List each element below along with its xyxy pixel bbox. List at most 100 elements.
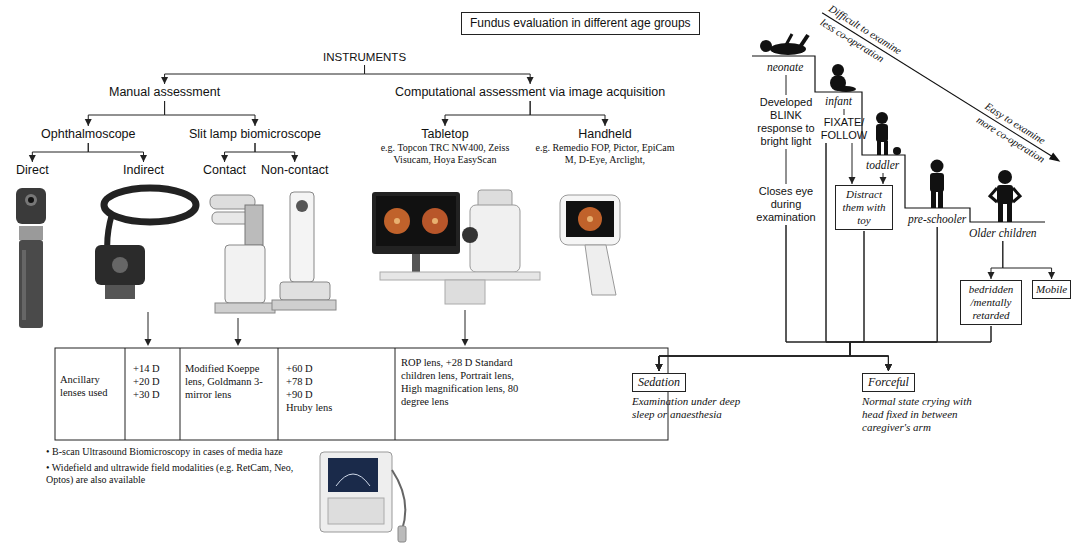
- child-silhouette: [786, 34, 792, 45]
- connector-line: [659, 326, 991, 371]
- connector-line: [365, 65, 531, 84]
- direct-ophthalmoscope: [25, 194, 37, 206]
- arrow-head: [880, 177, 887, 184]
- tree-label: Handhelde.g. Remedio FOP, Pictor, EpiCam…: [530, 127, 680, 166]
- connector: [849, 143, 856, 184]
- indirect-ophthalmoscope: [95, 245, 145, 285]
- child-silhouette: [998, 170, 1012, 184]
- child-silhouette: [998, 203, 1003, 222]
- note-text: • B-scan Ultrasound Biomicroscopy in cas…: [46, 446, 304, 458]
- non-contact-slit-lamp: [280, 282, 330, 300]
- method-box: Distract them with toy: [835, 185, 893, 230]
- diagram-title: Fundus evaluation in different age group…: [461, 12, 700, 35]
- tree-label: Tabletope.g. Topcon TRC NW400, Zeiss Vis…: [370, 127, 520, 166]
- connector-line: [88, 143, 143, 162]
- ultrasound-device: [320, 452, 406, 542]
- leader-arrow: [238, 318, 239, 340]
- tree-label: Slit lamp biomicroscope: [189, 127, 321, 142]
- connector: [786, 149, 787, 184]
- connector: [1003, 241, 1055, 279]
- tree-label: Computational assessment via image acqui…: [395, 85, 665, 100]
- child-silhouette: [931, 160, 944, 173]
- node-text: Forceful: [862, 373, 915, 392]
- age-label: neonate: [767, 60, 803, 74]
- connector-line: [844, 109, 845, 115]
- handheld-fundus-camera: [560, 195, 620, 245]
- lens-table-grid: [395, 348, 396, 440]
- lens-table-grid: [55, 348, 668, 440]
- arrow-head: [656, 364, 663, 371]
- table-cell: +14 D: [133, 362, 160, 375]
- lens-table-grid: [180, 348, 181, 440]
- node-text: Older children: [969, 226, 1037, 240]
- arrow-head: [602, 119, 609, 126]
- connector: [656, 225, 851, 371]
- non-contact-slit-lamp: [272, 192, 336, 310]
- connector-line: [786, 225, 888, 371]
- child-silhouette: [760, 40, 772, 52]
- node-text: infant: [825, 94, 852, 108]
- connector: [85, 101, 165, 126]
- table-cell: +78 D: [286, 375, 313, 388]
- connector: [161, 65, 364, 84]
- leader-arrow: [462, 339, 469, 346]
- connector-line: [225, 143, 255, 162]
- connector: [442, 101, 531, 126]
- tabletop-fundus-camera: [372, 192, 460, 254]
- connector-line: [165, 65, 365, 84]
- node-detail: Normal state crying with head fixed in b…: [862, 395, 987, 434]
- connector: [656, 326, 992, 371]
- child-silhouette: [832, 64, 844, 76]
- node-text: Contact: [203, 163, 246, 178]
- indirect-ophthalmoscope: [104, 188, 196, 222]
- age-label: toddler: [866, 158, 899, 172]
- node-text: Slit lamp biomicroscope: [189, 127, 321, 142]
- tree-label: Non-contact: [261, 163, 328, 178]
- ultrasound-device: [392, 470, 405, 530]
- non-contact-slit-lamp: [296, 200, 308, 212]
- connector-line: [850, 227, 937, 371]
- connector-line: [850, 231, 888, 371]
- arrow-head: [29, 155, 36, 162]
- ultrasound-device: [328, 498, 384, 524]
- arrow-head: [885, 364, 892, 371]
- connector-line: [88, 101, 164, 126]
- table-cell: Modified Koeppe lens, Goldmann 3-mirror …: [185, 362, 275, 401]
- tree-label: INSTRUMENTS: [323, 50, 406, 64]
- method-box: bedridden /mentally retarded: [960, 280, 1022, 325]
- tabletop-fundus-camera: [462, 227, 478, 243]
- tabletop-fundus-camera: [372, 190, 540, 304]
- connector-line: [659, 227, 937, 371]
- contact-slit-lamp: [215, 303, 275, 313]
- tabletop-fundus-camera: [445, 280, 485, 304]
- child-silhouette: [931, 191, 936, 208]
- indirect-ophthalmoscope: [112, 257, 128, 273]
- table-cell: Ancillary lenses used: [60, 373, 120, 399]
- arrow-head: [161, 77, 168, 84]
- connector: [221, 143, 255, 162]
- table-cell: +20 D: [133, 375, 160, 388]
- node-text: Indirect: [123, 163, 164, 178]
- node-text: Tabletop: [370, 127, 520, 142]
- connector: [786, 75, 787, 95]
- arrow-head: [988, 272, 995, 279]
- arrow-head: [221, 155, 228, 162]
- node-text: Ophthalmoscope: [41, 127, 136, 142]
- indirect-ophthalmoscope: [95, 188, 196, 299]
- leader-arrow: [465, 310, 466, 340]
- connector-line: [32, 143, 88, 162]
- ultrasound-device: [328, 458, 378, 492]
- note-text: • Widefield and ultrawide field modaliti…: [46, 462, 304, 486]
- table-cell: +90 D: [286, 388, 313, 401]
- tabletop-fundus-camera: [412, 254, 420, 272]
- connector-line: [659, 225, 850, 371]
- tabletop-fundus-camera: [470, 205, 520, 272]
- difficulty-arrow: [1049, 152, 1063, 165]
- tree-label: Contact: [203, 163, 246, 178]
- tabletop-fundus-camera: [394, 218, 400, 224]
- indirect-ophthalmoscope: [105, 285, 135, 299]
- tabletop-fundus-camera: [422, 208, 448, 234]
- connector-line: [445, 101, 530, 126]
- arrow-head: [656, 364, 663, 371]
